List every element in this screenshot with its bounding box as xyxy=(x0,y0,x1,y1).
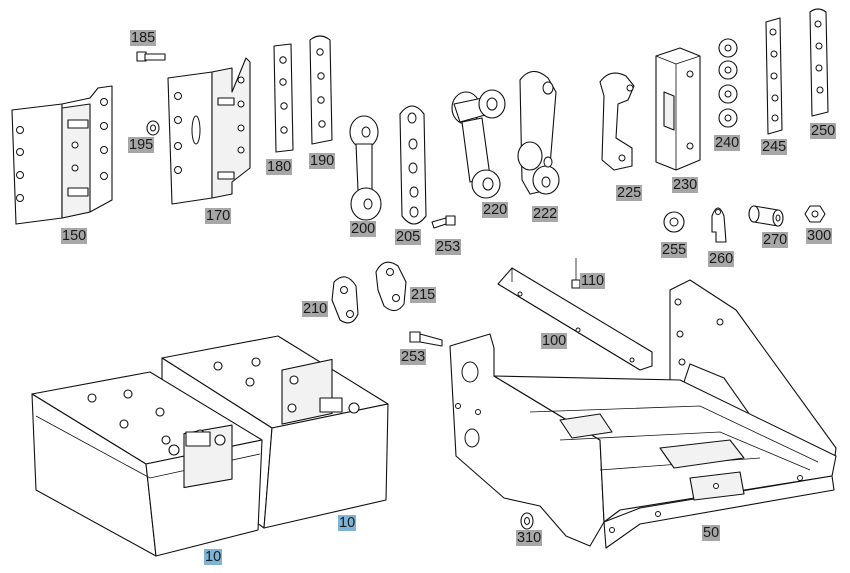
callout-210: 210 xyxy=(302,301,329,317)
callout-200: 200 xyxy=(350,221,377,237)
callout-50: 50 xyxy=(702,525,721,541)
part-225-bracket xyxy=(599,72,635,171)
part-222-rod xyxy=(517,70,560,195)
part-260-clip xyxy=(711,207,727,243)
part-190-plate xyxy=(309,35,333,145)
part-210-link xyxy=(331,276,359,324)
callout-260: 260 xyxy=(708,251,735,267)
callout-10-front-battery: 10 xyxy=(204,549,223,565)
callout-220: 220 xyxy=(482,202,509,218)
callout-300: 300 xyxy=(806,228,833,244)
part-255-washer xyxy=(663,211,685,233)
callout-230: 230 xyxy=(672,177,699,193)
part-110-rivet xyxy=(571,258,581,289)
part-300-nut xyxy=(804,205,826,223)
part-253-bolt-upper xyxy=(431,215,456,229)
callout-190: 190 xyxy=(309,153,336,169)
callout-150: 150 xyxy=(61,228,88,244)
callout-255: 255 xyxy=(661,242,688,258)
callout-180: 180 xyxy=(266,159,293,175)
part-270-spacer xyxy=(748,205,784,227)
callout-253-lower: 253 xyxy=(400,349,427,365)
callout-10-rear-battery: 10 xyxy=(338,515,357,531)
callout-170: 170 xyxy=(205,208,232,224)
part-50-tray-frame xyxy=(449,279,837,549)
part-230-block xyxy=(655,47,701,171)
callout-253-upper: 253 xyxy=(435,239,462,255)
callout-270: 270 xyxy=(762,232,789,248)
part-185-bolt xyxy=(136,51,166,62)
callout-110: 110 xyxy=(580,273,606,289)
callout-250: 250 xyxy=(810,123,837,139)
part-180-plate xyxy=(273,43,294,153)
part-240-washer-stack xyxy=(718,38,738,128)
part-215-link xyxy=(375,261,407,312)
part-250-plate xyxy=(809,8,829,117)
part-310-grommet xyxy=(520,512,534,530)
part-205-link xyxy=(399,105,427,225)
part-220-rod xyxy=(451,89,506,199)
part-253-bolt-lower xyxy=(409,331,443,347)
part-100-angle xyxy=(497,267,653,371)
part-170-bracket xyxy=(167,57,251,205)
part-10-battery-front xyxy=(31,371,263,557)
callout-240: 240 xyxy=(714,135,741,151)
callout-100: 100 xyxy=(541,333,568,349)
callout-222: 222 xyxy=(532,206,559,222)
callout-225: 225 xyxy=(616,185,643,201)
callout-215: 215 xyxy=(410,287,437,303)
part-150-bracket xyxy=(11,85,113,225)
callout-245: 245 xyxy=(761,139,788,155)
callout-205: 205 xyxy=(395,229,422,245)
part-245-plate xyxy=(765,17,783,135)
callout-185: 185 xyxy=(130,30,157,46)
callout-195: 195 xyxy=(128,137,155,153)
part-195-washer xyxy=(146,120,160,136)
callout-310: 310 xyxy=(516,530,543,546)
part-200-link xyxy=(349,115,382,221)
